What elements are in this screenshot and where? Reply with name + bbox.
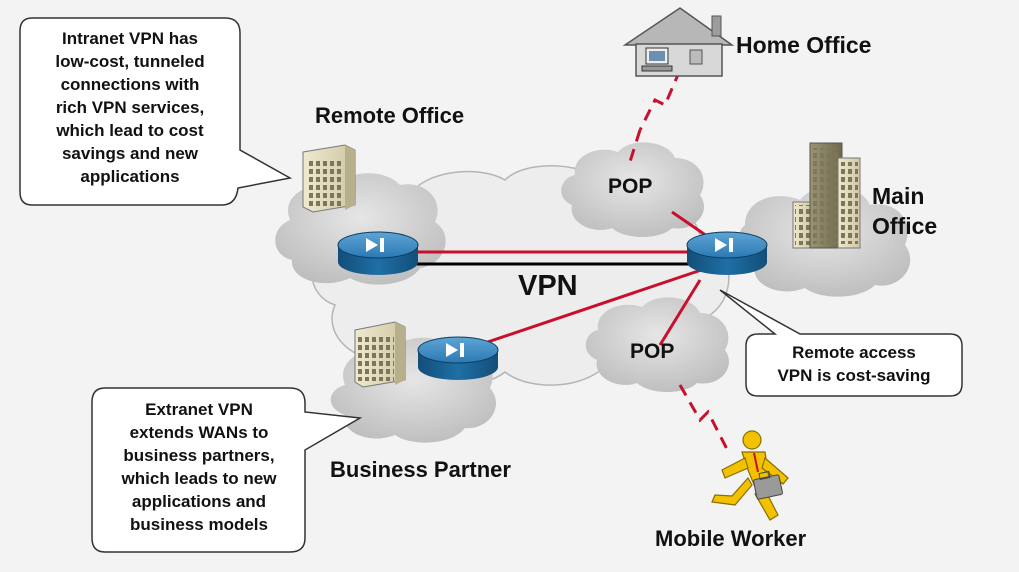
pop-bottom-label: POP — [630, 340, 675, 363]
remote-office-label: Remote Office — [315, 103, 465, 128]
callout-intranet-line: low-cost, tunneled — [55, 52, 205, 71]
home-dialup-link-lower — [626, 129, 642, 169]
pop-top-cloud — [561, 142, 704, 237]
business-partner-label: Business Partner — [330, 457, 511, 482]
callout-extranet-line: Extranet VPN — [145, 400, 253, 419]
callout-extranet-line: applications and — [131, 492, 267, 511]
main-office-buildings-icon — [792, 142, 861, 249]
callout-intranet-line: connections with — [60, 75, 200, 94]
pop-bottom-cloud — [585, 297, 729, 392]
mobile-dialup-link — [678, 384, 732, 456]
callout-intranet-line: Intranet VPN has — [61, 29, 199, 48]
callout-extranet-line: extends WANs to — [129, 423, 269, 442]
router-remote-office — [337, 231, 419, 275]
router-business-partner — [417, 336, 499, 380]
main-office-label-line1: Main — [872, 183, 925, 209]
callout-intranet-bubble — [19, 17, 293, 206]
briefcase-icon — [753, 470, 783, 500]
home-dialup-link — [638, 69, 682, 131]
callout-remote-access-line: VPN is cost-saving — [777, 366, 931, 385]
callout-intranet-text: Intranet VPN has low-cost, tunneled conn… — [22, 27, 238, 188]
callout-extranet-line: business models — [130, 515, 268, 534]
callout-intranet-line: applications — [80, 167, 180, 186]
callout-intranet-line: savings and new — [61, 144, 199, 163]
remote-office-building-icon — [302, 144, 356, 213]
main-to-pop-bottom-link — [658, 279, 702, 346]
callout-extranet-line: business partners, — [123, 446, 275, 465]
callout-extranet-bubble — [91, 387, 363, 553]
mobile-worker-label: Mobile Worker — [655, 526, 807, 551]
callout-intranet-line: which lead to cost — [56, 121, 204, 140]
home-office-label: Home Office — [736, 32, 872, 58]
callout-extranet-text: Extranet VPN extends WANs to business pa… — [94, 398, 304, 536]
partner-to-main-link — [457, 260, 726, 354]
callout-remote-access-line: Remote access — [792, 343, 916, 362]
business-partner-building-icon — [354, 321, 406, 388]
router-main-office — [686, 231, 768, 275]
pop-top-label: POP — [608, 175, 653, 198]
callout-intranet-line: rich VPN services, — [55, 98, 205, 117]
callout-remote-access-bubble — [719, 289, 963, 397]
vpn-label: VPN — [518, 270, 578, 302]
callout-extranet-line: which leads to new — [121, 469, 277, 488]
home-office-icon — [622, 7, 735, 77]
main-office-label-line2: Office — [872, 213, 938, 239]
callout-remote-access-text: Remote access VPN is cost-saving — [748, 341, 960, 387]
